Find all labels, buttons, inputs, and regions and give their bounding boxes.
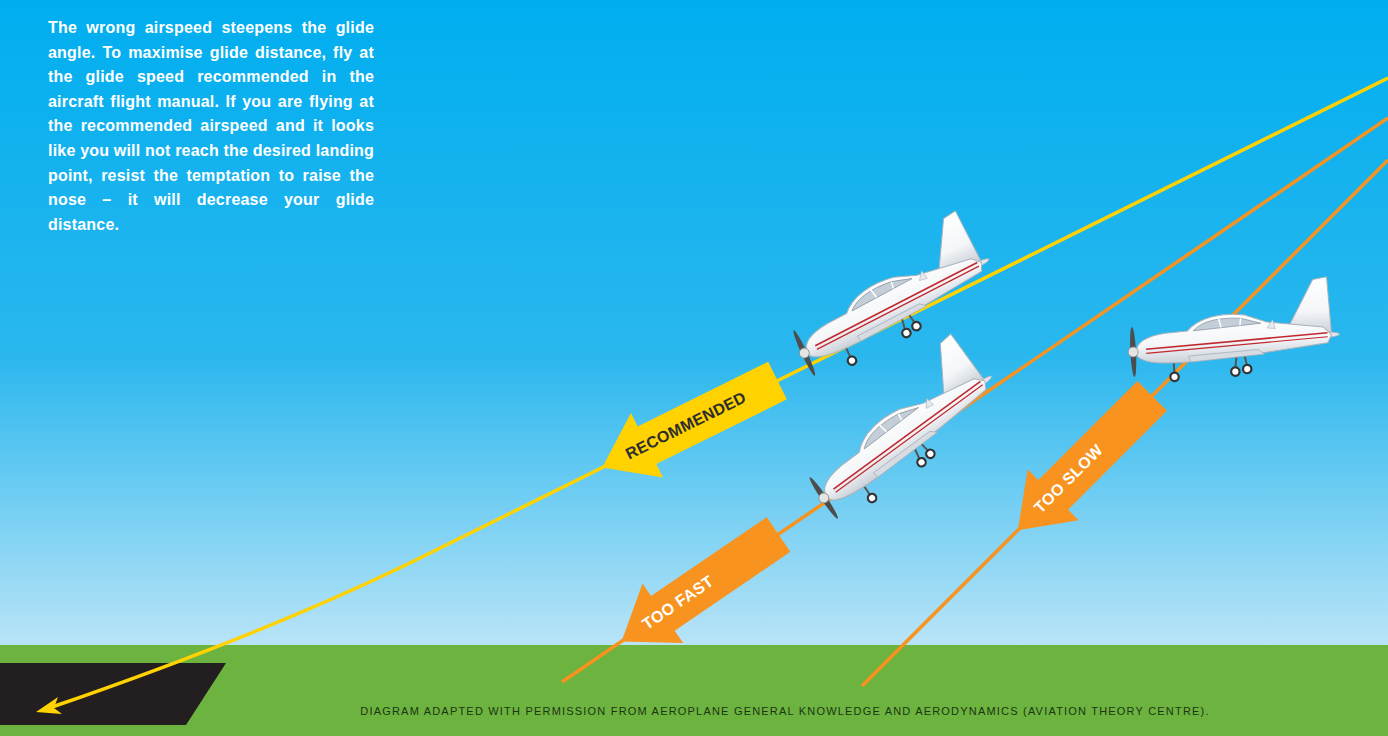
runway xyxy=(0,663,226,725)
sky xyxy=(0,0,1388,646)
arrow-fill xyxy=(992,370,1177,555)
too-fast-path xyxy=(562,118,1388,682)
aircraft-too-fast xyxy=(783,328,1013,526)
ground xyxy=(0,645,1388,736)
aircraft-too-slow xyxy=(1125,276,1342,383)
explanation-text: The wrong airspeed steepens the glide an… xyxy=(48,16,374,237)
aircraft-recommended xyxy=(772,207,1005,384)
credit-caption: DIAGRAM ADAPTED WITH PERMISSION FROM AER… xyxy=(205,705,1365,717)
path-arrowhead xyxy=(36,697,62,714)
arrow-fill xyxy=(586,348,793,500)
arrow-fill xyxy=(601,505,799,672)
